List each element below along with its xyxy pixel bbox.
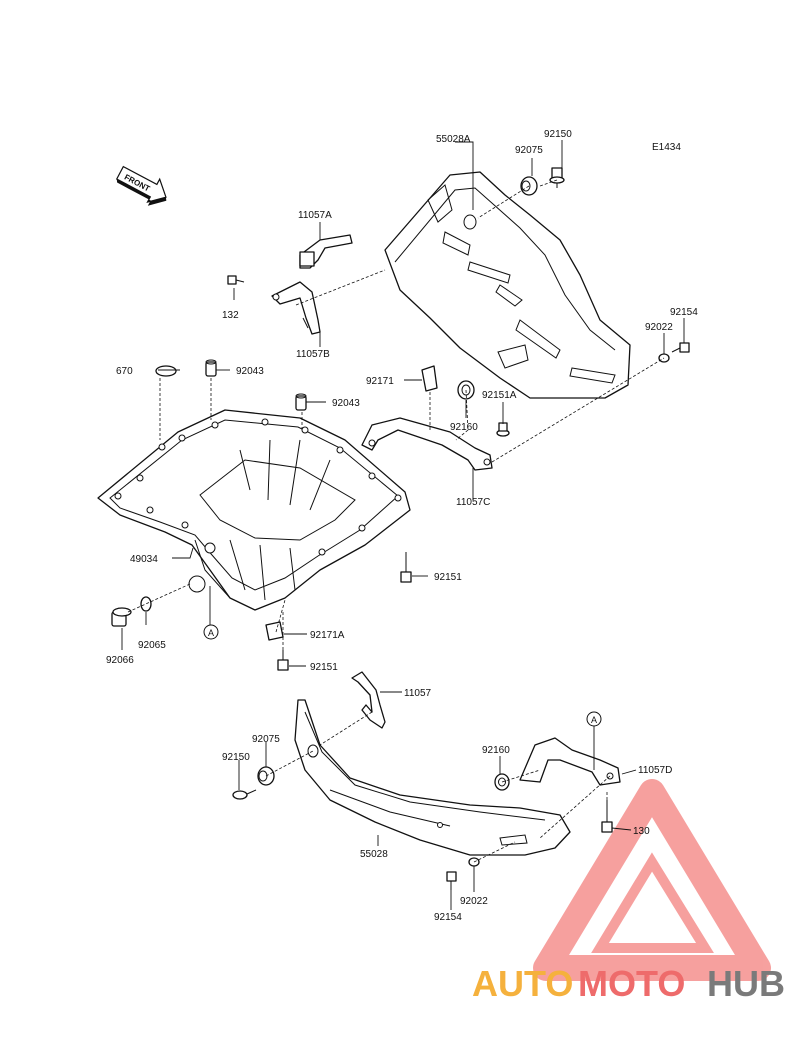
watermark-moto: MOTO [578,963,685,1004]
part-labels: 55028A 92075 92150 11057A 132 11057B 670… [106,129,698,923]
ref-marker-a-right: A [586,711,602,727]
bracket-11057A [299,234,353,269]
o-ring-670 [155,365,177,377]
label-11057C: 11057C [456,497,490,508]
bolt-92154-upper [671,342,690,353]
front-arrow-icon: FRONT [115,165,167,206]
watermark-hub: HUB [707,963,785,1004]
label-92160-upper: 92160 [450,422,478,433]
label-92151-lower: 92151 [310,662,338,673]
label-92022-lower: 92022 [460,896,488,907]
bracket-11057B [271,281,321,335]
washer-92065 [140,596,152,612]
label-92171A: 92171A [310,630,345,641]
label-11057: 11057 [404,688,432,699]
label-92154-upper: 92154 [670,307,698,318]
diagram-code: E1434 [652,142,681,153]
label-92022-upper: 92022 [645,322,673,333]
watermark-auto: AUTO [472,963,573,1004]
drain-plug-92066 [111,607,132,627]
label-92150-upper: 92150 [544,129,572,140]
label-92160-lower: 92160 [482,745,510,756]
bolt-132-upper [227,275,245,285]
label-11057A: 11057A [298,210,332,221]
label-670: 670 [116,366,133,377]
bracket-11057C [361,417,493,471]
assembly-dashed-lines [127,179,665,863]
bolt-130 [601,800,613,833]
watermark-logo [533,779,771,981]
bolt-92150-upper [549,167,565,188]
label-92151A: 92151A [482,390,517,401]
leader-lines [121,140,685,910]
label-92075-upper: 92075 [515,145,543,156]
label-92154-lower: 92154 [434,912,462,923]
bolt-92154-lower [446,871,457,890]
clip-92171A [265,621,284,641]
ref-marker-a-lower: A [203,624,219,640]
label-92171: 92171 [366,376,394,387]
svg-text:A: A [208,628,214,638]
watermark-inner-triangle [591,852,714,953]
bracket-11057 [351,671,386,729]
label-92065: 92065 [138,640,166,651]
bolt-92151-lower [277,650,289,671]
label-92075-lower: 92075 [252,734,280,745]
label-92066: 92066 [106,655,134,666]
bracket-11057D [519,737,621,786]
label-130: 130 [633,826,650,837]
label-132: 132 [222,310,239,321]
label-49034: 49034 [130,554,158,565]
dowel-pin-92043-a [205,359,217,377]
watermark-triangle [533,779,771,981]
bolt-92150-lower [232,789,257,800]
oil-pan-49034 [97,409,411,611]
upper-cover-55028A [384,171,631,399]
label-92043-b: 92043 [332,398,360,409]
bolt-92151A [496,422,510,437]
label-92151-middle: 92151 [434,572,462,583]
label-55028A: 55028A [436,134,471,145]
label-11057D: 11057D [638,765,672,776]
dowel-pin-92043-b [295,393,307,411]
label-55028: 55028 [360,849,388,860]
bolt-92151-middle [400,552,412,583]
clip-92171 [421,365,438,392]
lower-cover-55028 [294,699,571,856]
label-92043-a: 92043 [236,366,264,377]
label-11057B: 11057B [296,349,330,360]
svg-text:A: A [591,715,597,725]
label-92150-lower: 92150 [222,752,250,763]
